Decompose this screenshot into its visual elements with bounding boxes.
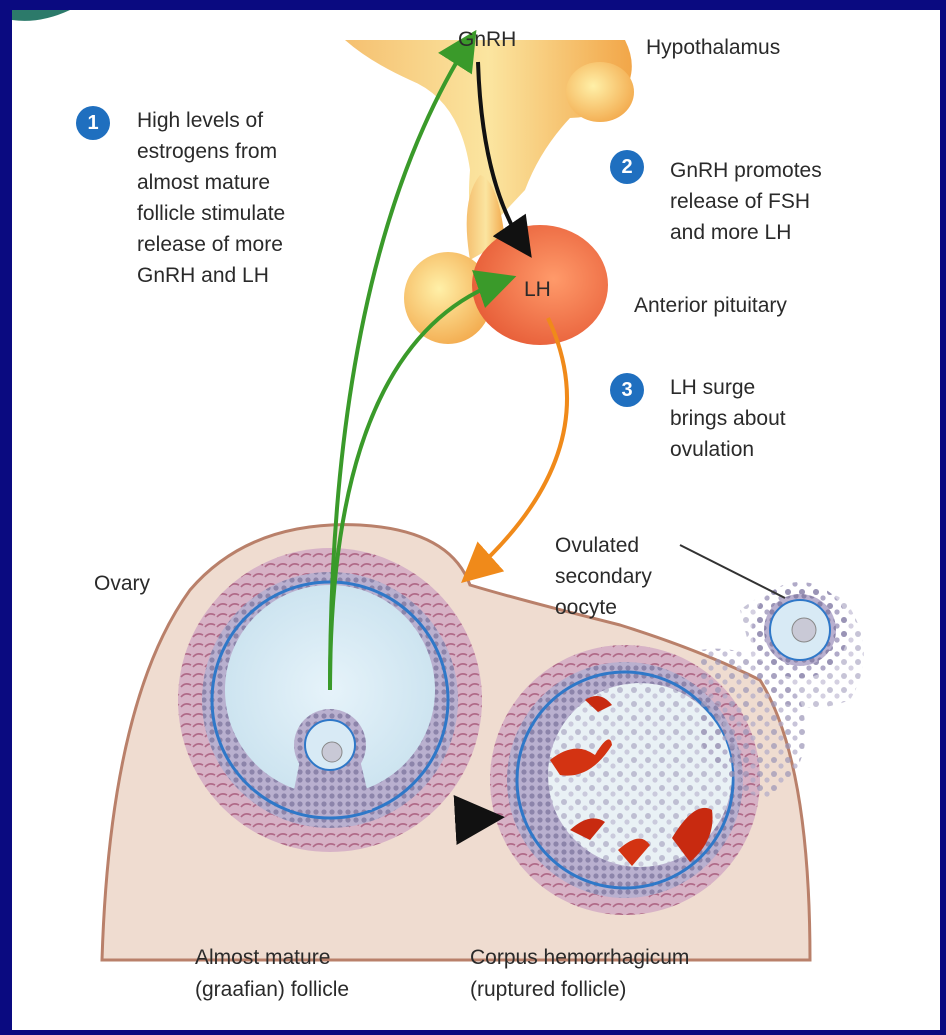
step-3-badge: 3	[610, 373, 644, 407]
follicle-transition-arrow	[455, 818, 490, 820]
ovulated-oocyte-label: Ovulated secondary oocyte	[555, 530, 652, 623]
anterior-pituitary-label: Anterior pituitary	[634, 290, 787, 321]
ovary-label: Ovary	[94, 568, 150, 599]
corpus-hemorrhagicum-label: Corpus hemorrhagicum (ruptured follicle)	[470, 942, 689, 1006]
step-1-badge: 1	[76, 106, 110, 140]
graafian-follicle-label: Almost mature (graafian) follicle	[195, 942, 349, 1006]
step-2-text: GnRH promotes release of FSH and more LH	[670, 155, 822, 248]
step-1-text: High levels of estrogens from almost mat…	[137, 105, 285, 291]
gnrh-label: GnRH	[458, 24, 516, 55]
lh-label: LH	[524, 274, 551, 305]
step-3-text: LH surge brings about ovulation	[670, 372, 786, 465]
step-2-badge: 2	[610, 150, 644, 184]
hypothalamus-label: Hypothalamus	[646, 32, 780, 63]
